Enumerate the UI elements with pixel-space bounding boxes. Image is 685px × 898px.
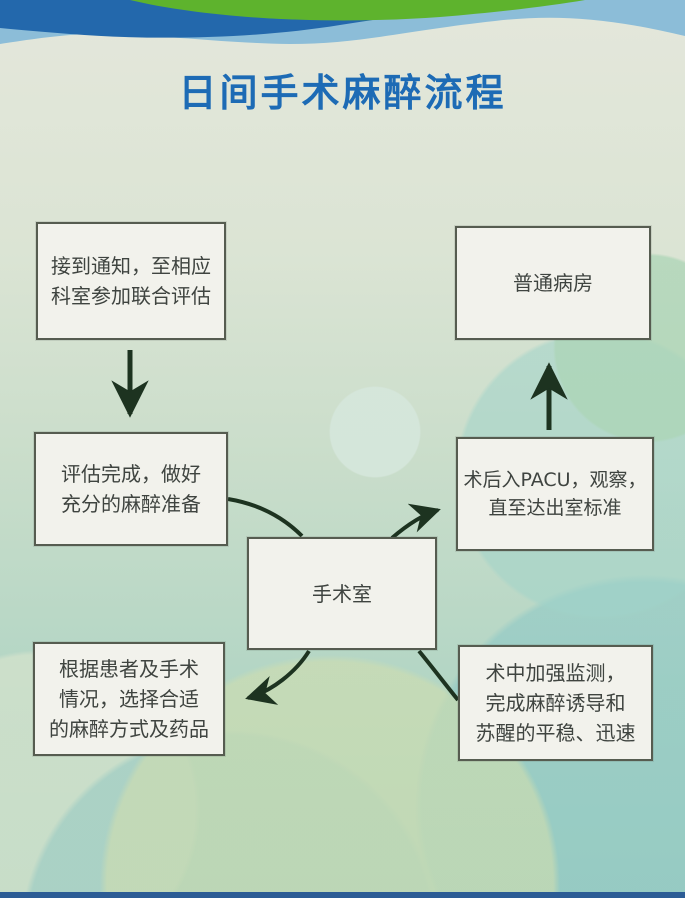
flow-node-operating-room-label: 手术室 xyxy=(312,581,372,606)
flow-node-pacu-label: 术后入PACU，观察， 直至达出室标准 xyxy=(463,468,647,520)
flow-node-notify-label: 接到通知，至相应 科室参加联合评估 xyxy=(51,254,211,308)
flow-node-general-ward: 普通病房 xyxy=(455,226,651,340)
flow-node-intraop-monitoring: 术中加强监测， 完成麻醉诱导和 苏醒的平稳、迅速 xyxy=(458,645,653,761)
page-title: 日间手术麻醉流程 xyxy=(178,71,507,115)
flow-node-choose-anesthesia-label: 根据患者及手术 情况，选择合适 的麻醉方式及药品 xyxy=(49,657,209,741)
flow-node-intraop-monitoring-label: 术中加强监测， 完成麻醉诱导和 苏醒的平稳、迅速 xyxy=(475,661,636,745)
top-wave-decoration xyxy=(0,0,685,44)
flow-node-notify: 接到通知，至相应 科室参加联合评估 xyxy=(36,222,226,340)
flow-node-general-ward-label: 普通病房 xyxy=(513,271,593,295)
flow-node-pacu: 术后入PACU，观察， 直至达出室标准 xyxy=(456,437,654,551)
flow-node-assessment-done-label: 评估完成，做好 充分的麻醉准备 xyxy=(61,462,201,516)
flow-node-operating-room: 手术室 xyxy=(247,537,437,650)
flow-node-assessment-done: 评估完成，做好 充分的麻醉准备 xyxy=(34,432,228,546)
bottom-strip-decoration xyxy=(0,892,685,898)
flow-node-choose-anesthesia: 根据患者及手术 情况，选择合适 的麻醉方式及药品 xyxy=(33,642,225,756)
